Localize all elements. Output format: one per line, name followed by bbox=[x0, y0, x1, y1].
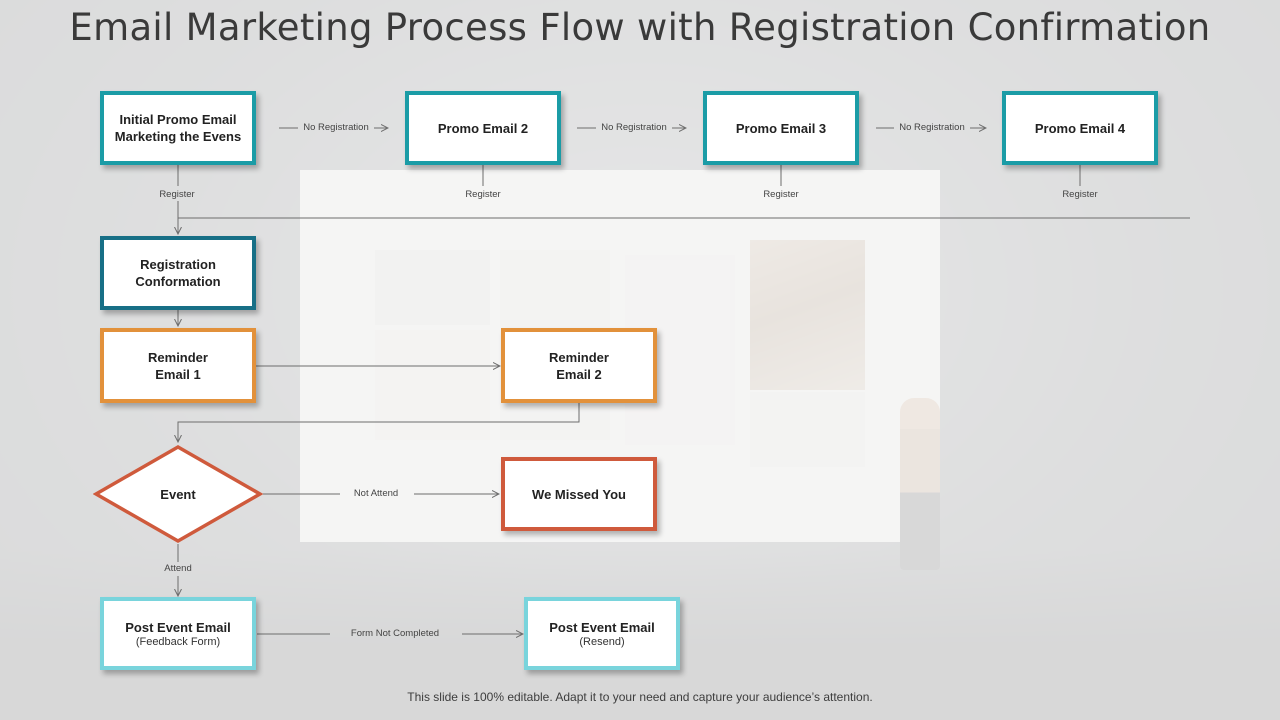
label-register-1: Register bbox=[159, 189, 195, 200]
node-label: Registration Conformation bbox=[135, 257, 221, 289]
node-post-event-email: Post Event Email (Feedback Form) bbox=[100, 597, 256, 670]
node-label: Promo Email 4 bbox=[1034, 120, 1126, 136]
node-event-decision: Event bbox=[93, 444, 263, 544]
label-not-attend: Not Attend bbox=[353, 488, 399, 499]
node-reminder-email-1: Reminder Email 1 bbox=[100, 328, 256, 403]
node-initial-promo-email: Initial Promo Email Marketing the Evens bbox=[100, 91, 256, 165]
node-promo-email-4: Promo Email 4 bbox=[1002, 91, 1158, 165]
node-label: We Missed You bbox=[532, 486, 626, 502]
label-no-registration-3: No Registration bbox=[899, 122, 965, 133]
node-label: Post Event Email bbox=[125, 619, 231, 635]
label-register-4: Register bbox=[1062, 189, 1098, 200]
node-promo-email-3: Promo Email 3 bbox=[703, 91, 859, 165]
label-form-not-completed: Form Not Completed bbox=[350, 628, 440, 639]
label-no-registration-2: No Registration bbox=[601, 122, 667, 133]
node-reminder-email-2: Reminder Email 2 bbox=[501, 328, 657, 403]
node-label: Post Event Email bbox=[549, 619, 655, 635]
node-label: Initial Promo Email Marketing the Evens bbox=[114, 112, 242, 144]
node-label: Reminder Email 2 bbox=[549, 349, 609, 382]
label-register-2: Register bbox=[465, 189, 501, 200]
node-label: Reminder Email 1 bbox=[148, 349, 208, 382]
node-we-missed-you: We Missed You bbox=[501, 457, 657, 531]
label-register-3: Register bbox=[763, 189, 799, 200]
node-post-event-email-resend: Post Event Email (Resend) bbox=[524, 597, 680, 670]
label-attend: Attend bbox=[164, 563, 192, 574]
node-sublabel: (Feedback Form) bbox=[135, 635, 221, 648]
node-label: Promo Email 2 bbox=[437, 120, 529, 136]
label-no-registration-1: No Registration bbox=[303, 122, 369, 133]
page-title: Email Marketing Process Flow with Regist… bbox=[69, 6, 1211, 49]
node-label: Promo Email 3 bbox=[735, 120, 827, 136]
node-sublabel: (Resend) bbox=[579, 635, 625, 648]
footer-note: This slide is 100% editable. Adapt it to… bbox=[407, 690, 873, 704]
node-label: Event bbox=[160, 486, 196, 502]
node-promo-email-2: Promo Email 2 bbox=[405, 91, 561, 165]
node-registration-confirmation: Registration Conformation bbox=[100, 236, 256, 310]
